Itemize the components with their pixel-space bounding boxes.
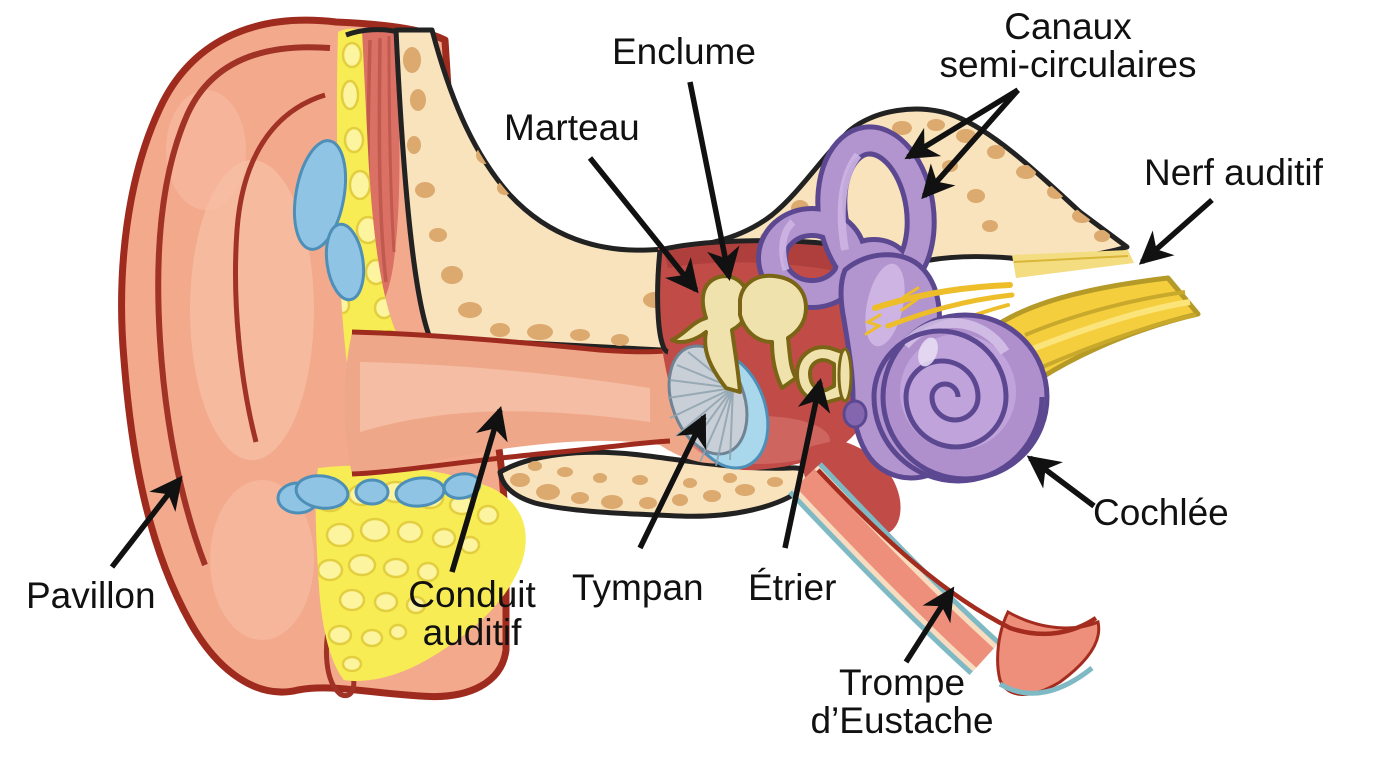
- helix-fold-line: [155, 44, 331, 567]
- eustachian-tube-shape: [788, 462, 1101, 696]
- label-trompe-eustache: Trompe d’Eustache: [810, 662, 994, 742]
- arrow-cochlee: [1026, 455, 1096, 509]
- arrow-enclume: [687, 81, 740, 282]
- stapes-footplate: [837, 347, 853, 403]
- label-conduit-auditif: Conduit auditif: [408, 574, 536, 654]
- label-nerf-auditif: Nerf auditif: [1144, 152, 1323, 193]
- arrow-conduit: [449, 406, 508, 573]
- round-window-shape: [842, 399, 868, 429]
- antihelix-fold-line: [233, 92, 326, 443]
- ear-canal-shape: [344, 329, 748, 477]
- arrow-tympan: [637, 413, 707, 550]
- top-outline: [345, 27, 399, 38]
- arrow-nerf: [1138, 197, 1214, 265]
- label-canaux-semi-circulaires: Canaux semi-circulaires: [939, 6, 1197, 86]
- arrow-pavillon: [109, 475, 183, 569]
- arrow-trompe: [903, 586, 955, 664]
- arrow-canaux-2: [921, 88, 1021, 200]
- label-cochlee: Cochlée: [1093, 492, 1229, 533]
- label-pavillon: Pavillon: [26, 575, 156, 616]
- cochlea-shape: [871, 312, 1050, 484]
- label-marteau: Marteau: [504, 107, 640, 148]
- label-enclume: Enclume: [612, 31, 756, 72]
- label-etrier: Étrier: [748, 567, 837, 608]
- arrow-marteau: [587, 156, 699, 294]
- label-tympan: Tympan: [572, 567, 704, 608]
- incus-shape: [738, 273, 808, 390]
- arrow-etrier: [782, 377, 831, 549]
- arrow-canaux-1: [904, 87, 1020, 160]
